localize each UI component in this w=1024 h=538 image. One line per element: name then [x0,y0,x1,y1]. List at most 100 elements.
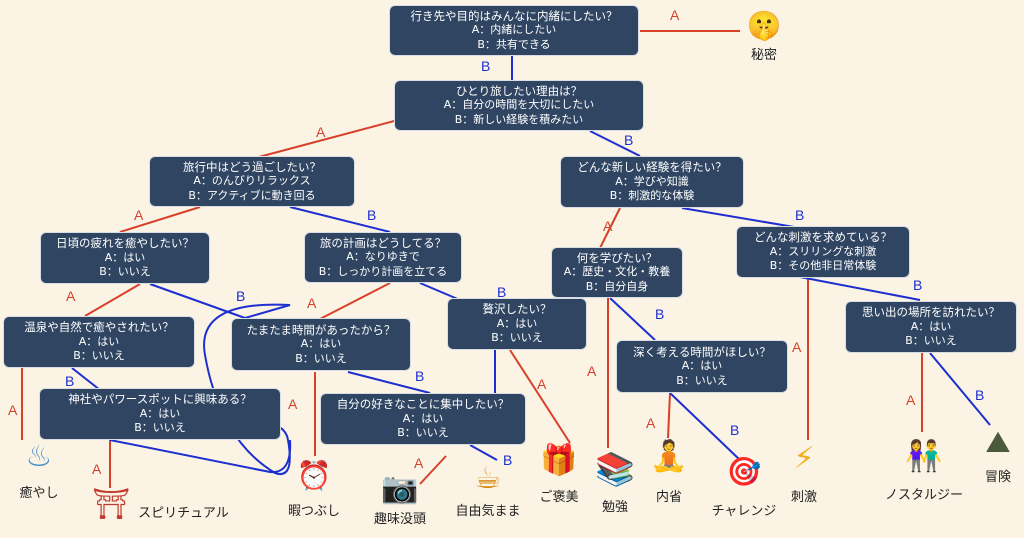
target-icon: 🎯 [726,455,762,488]
result-name: 自由気まま [455,504,521,519]
option-b: B：共有できる [477,37,551,51]
result-name: 冒険 [984,470,1011,485]
edge-label-b: B [975,387,985,403]
edge-label-a: A [8,402,18,418]
result-name: スピリチュアル [138,505,229,521]
edge-deep-b [669,392,741,461]
edge-label-a: A [537,376,547,392]
result-stimulus: ⚡ 刺激 [784,440,824,505]
option-b: B：新しい経験を積みたい [454,112,584,126]
question-text: 自分の好きなことに集中したい？ [336,397,510,412]
edge-label-a: A [316,124,326,140]
result-name: ノスタルジー [884,488,963,503]
edge-travel-b [289,206,391,233]
result-name: ご褒美 [539,490,579,505]
option-b: B：いいえ [99,265,151,279]
result-name: 勉強 [601,500,628,515]
edge-label-a: A [670,7,680,23]
torii-gate-icon: ⛩ [92,487,131,522]
edge-label-a: A [134,207,144,223]
edge-label-a: A [587,363,597,379]
edge-spare-b [347,371,431,394]
result-name: 秘密 [750,48,777,63]
edge-label-a: A [288,396,298,412]
edge-label-a: A [414,455,424,471]
edge-reason-a [254,119,399,159]
edge-experience-a [599,207,621,249]
edge-label-b: B [367,207,377,223]
option-b: B：いいえ [134,421,186,435]
option-a: A：はい [402,411,444,425]
hot-spring-icon: ♨ [25,439,53,474]
result-killtime: ⏰ 暇つぶし [284,456,344,519]
option-b: B：その他非日常体験 [769,259,877,273]
question-memory: 思い出の場所を訪れたい？ A：はい B：いいえ [845,301,1017,353]
edge-thrill-b [799,276,921,301]
result-reward: 🎁 ご褒美 [536,442,582,505]
question-spare: たまたま時間があったから？ A：はい B：いいえ [231,318,411,371]
edge-label-b: B [730,422,740,438]
option-a: A：のんびりリラックス [193,174,311,188]
shushing-face-icon: 🤫 [746,9,782,42]
edge-luxury-a [509,349,571,444]
result-name: 刺激 [790,490,817,505]
option-a: A：スリリングな刺激 [769,244,877,258]
edge-plan-b [419,282,461,301]
option-b: B：いいえ [491,331,543,345]
option-a: A：はい [300,337,342,351]
edge-fatigue-b-loop [203,303,291,476]
question-root: 行き先や目的はみんなに内緒にしたい？ A：内緒にしたい B：共有できる [389,5,639,56]
result-name: チャレンジ [711,504,777,519]
question-text: ひとり旅したい理由は？ [455,83,583,98]
question-text: 何を学びたい？ [576,250,658,265]
edge-label-a: A [603,218,613,234]
result-challenge: 🎯 チャレンジ [704,452,784,519]
option-b: B：自分自身 [585,279,649,293]
result-nostalgia: 👫 ノスタルジー [876,432,972,503]
result-introspect: 🧘 内省 [646,438,692,505]
edge-reason-b [589,130,641,157]
option-b: B：いいえ [295,351,347,365]
result-adventure: ⛰ 冒険 [976,424,1020,485]
thinking-person-icon: 🧘 [650,439,688,474]
edge-onsen-b [71,367,101,391]
question-text: 温泉や自然で癒やされたい？ [24,320,174,335]
edge-label-b: B [503,452,513,468]
question-deep: 深く考える時間がほしい？ A：はい B：いいえ [616,340,788,393]
relaxing-person-icon: ☕ [474,461,502,496]
edge-label-a: A [646,415,656,431]
alarm-clock-icon: ⏰ [296,459,332,492]
option-a: A：はい [78,334,120,348]
question-focus: 自分の好きなことに集中したい？ A：はい B：いいえ [320,393,526,445]
option-a: A：歴史・文化・教養 [563,265,671,279]
question-fatigue: 日頃の疲れを癒やしたい？ A：はい B：いいえ [40,232,210,284]
question-text: 贅沢したい？ [482,302,552,317]
edge-fatigue-b [149,283,246,319]
question-reason: ひとり旅したい理由は？ A：自分の時間を大切にしたい B：新しい経験を積みたい [394,80,644,131]
question-learn: 何を学びたい？ A：歴史・文化・教養 B：自分自身 [551,247,683,298]
result-free: ☕ 自由気まま [446,460,530,519]
option-b: B：いいえ [905,334,957,348]
result-name: 趣味没頭 [373,512,426,527]
result-name: 内省 [655,490,682,505]
edge-plan-a [319,282,391,320]
question-text: 神社やパワースポットに興味ある？ [68,392,252,407]
option-b: B：しっかり計画を立てる [318,264,448,278]
edge-deep-a [667,392,671,439]
edge-label-a: A [92,461,102,477]
edge-focus-a [419,455,447,485]
edge-label-a: A [307,295,317,311]
result-name: 暇つぶし [287,504,340,519]
question-text: 旅の計画はどうしてる？ [319,235,447,250]
edge-experience-b [681,207,801,229]
edge-learn-b [609,297,656,341]
mountain-icon: ⛰ [985,425,1011,460]
question-text: たまたま時間があったから？ [246,322,396,337]
edge-label-b: B [795,207,805,223]
question-thrill: どんな刺激を求めている？ A：スリリングな刺激 B：その他非日常体験 [736,226,910,278]
result-hobby: 📷 趣味没頭 [364,454,436,527]
edge-travel-a [119,206,201,233]
result-study: 📚 勉強 [590,446,640,515]
edge-shrine-b [109,439,292,474]
